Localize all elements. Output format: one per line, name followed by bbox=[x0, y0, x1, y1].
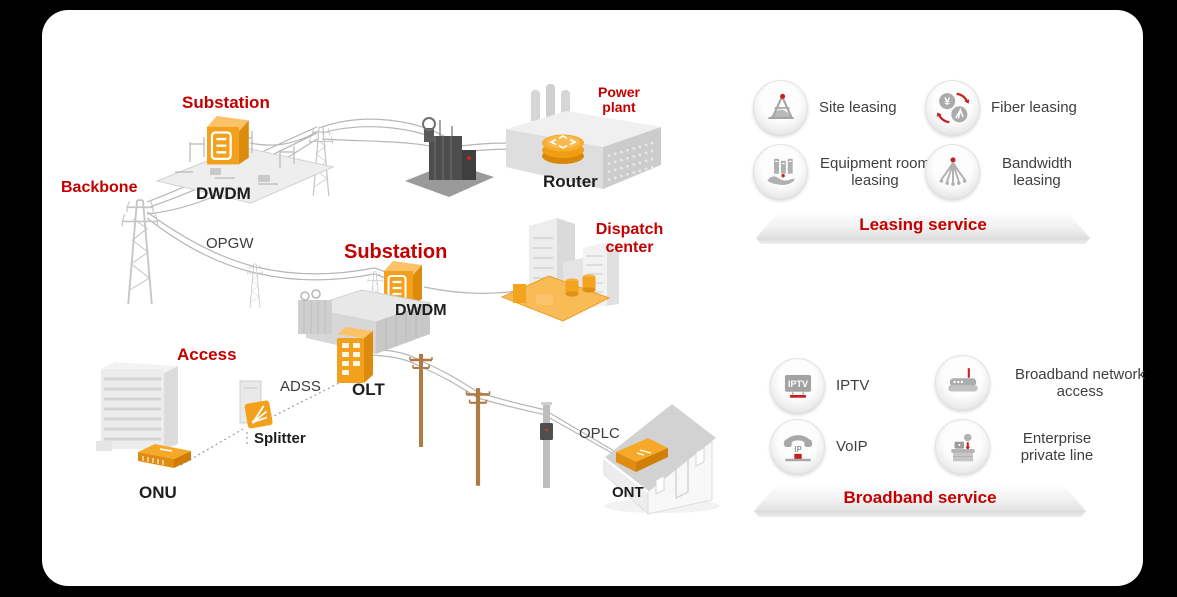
service-item-label: Equipment room leasing bbox=[819, 154, 931, 189]
substation-yard-icon bbox=[155, 131, 335, 204]
broadband-service-banner: Broadband service bbox=[754, 484, 1086, 517]
drop-fiber-lines bbox=[180, 378, 348, 466]
broadband-service-title: Broadband service bbox=[843, 487, 997, 507]
utility-pole-icon bbox=[466, 388, 489, 486]
transmission-tower-icon bbox=[308, 126, 334, 197]
service-item-label: Fiber leasing bbox=[991, 99, 1077, 116]
service-item-site-leasing: Site leasing bbox=[753, 80, 897, 135]
service-item-label: Broadband network access bbox=[1014, 365, 1146, 400]
label-dispatch-center: Dispatch center bbox=[595, 221, 664, 256]
label-dwdm-mid: DWDM bbox=[395, 302, 447, 319]
service-item-label: Enterprise private line bbox=[1020, 429, 1094, 464]
ont-icon bbox=[616, 438, 668, 472]
service-item-label: VoIP bbox=[836, 438, 868, 455]
fiber-leasing-icon: ¥ bbox=[925, 80, 980, 135]
label-ont: ONT bbox=[612, 484, 644, 501]
transformer-icon bbox=[405, 117, 494, 197]
iptv-icon: IPTV bbox=[770, 358, 825, 413]
leasing-service-banner: Leasing service bbox=[756, 211, 1090, 244]
label-olt: OLT bbox=[352, 380, 385, 399]
service-item-fiber-leasing: ¥ Fiber leasing bbox=[925, 80, 1077, 135]
label-backbone: Backbone bbox=[61, 179, 138, 196]
enterprise-private-line-icon bbox=[935, 419, 990, 474]
dwdm-device-icon bbox=[205, 114, 251, 166]
label-onu: ONU bbox=[139, 483, 177, 502]
label-adss: ADSS bbox=[280, 378, 321, 395]
dispatch-center-icon bbox=[500, 218, 619, 322]
onu-icon bbox=[138, 444, 191, 468]
label-dwdm-top: DWDM bbox=[196, 184, 251, 203]
label-power-plant: Power plant bbox=[597, 84, 640, 116]
service-item-label: Bandwidth leasing bbox=[1001, 154, 1073, 189]
leasing-service-title: Leasing service bbox=[859, 214, 987, 234]
service-item-broadband-network-access: Broadband network access bbox=[935, 355, 1159, 410]
street-pole-icon bbox=[540, 402, 553, 488]
service-item-label: IPTV bbox=[836, 377, 870, 394]
service-item-label: Site leasing bbox=[819, 99, 897, 116]
label-splitter: Splitter bbox=[254, 430, 306, 447]
utility-pole-icon bbox=[408, 352, 434, 449]
service-item-bandwidth-leasing: Bandwidth leasing bbox=[925, 144, 1083, 199]
label-access: Access bbox=[177, 345, 237, 364]
splitter-icon bbox=[239, 380, 273, 429]
olt-icon bbox=[337, 327, 373, 383]
label-opgw: OPGW bbox=[206, 235, 254, 252]
label-router: Router bbox=[543, 172, 598, 191]
router-icon bbox=[542, 134, 584, 164]
label-substation-mid: Substation bbox=[344, 241, 448, 263]
svg-text:¥: ¥ bbox=[944, 96, 951, 108]
equipment-room-leasing-icon bbox=[753, 144, 808, 199]
label-oplc: OPLC bbox=[579, 425, 620, 442]
office-building-icon bbox=[96, 362, 178, 451]
bandwidth-leasing-icon bbox=[925, 144, 980, 199]
broadband-network-access-icon bbox=[935, 355, 990, 410]
voip-icon: IP bbox=[770, 419, 825, 474]
service-item-voip: IP VoIP bbox=[770, 419, 868, 474]
label-substation-top: Substation bbox=[182, 93, 270, 112]
transmission-tower-icon bbox=[247, 263, 263, 309]
svg-text:IP: IP bbox=[794, 444, 801, 453]
svg-text:IPTV: IPTV bbox=[788, 379, 808, 389]
service-item-equipment-room-leasing: Equipment room leasing bbox=[753, 144, 931, 199]
service-item-enterprise-private-line: Enterprise private line bbox=[935, 419, 1113, 474]
site-leasing-icon bbox=[753, 80, 808, 135]
service-item-iptv: IPTV IPTV bbox=[770, 358, 869, 413]
